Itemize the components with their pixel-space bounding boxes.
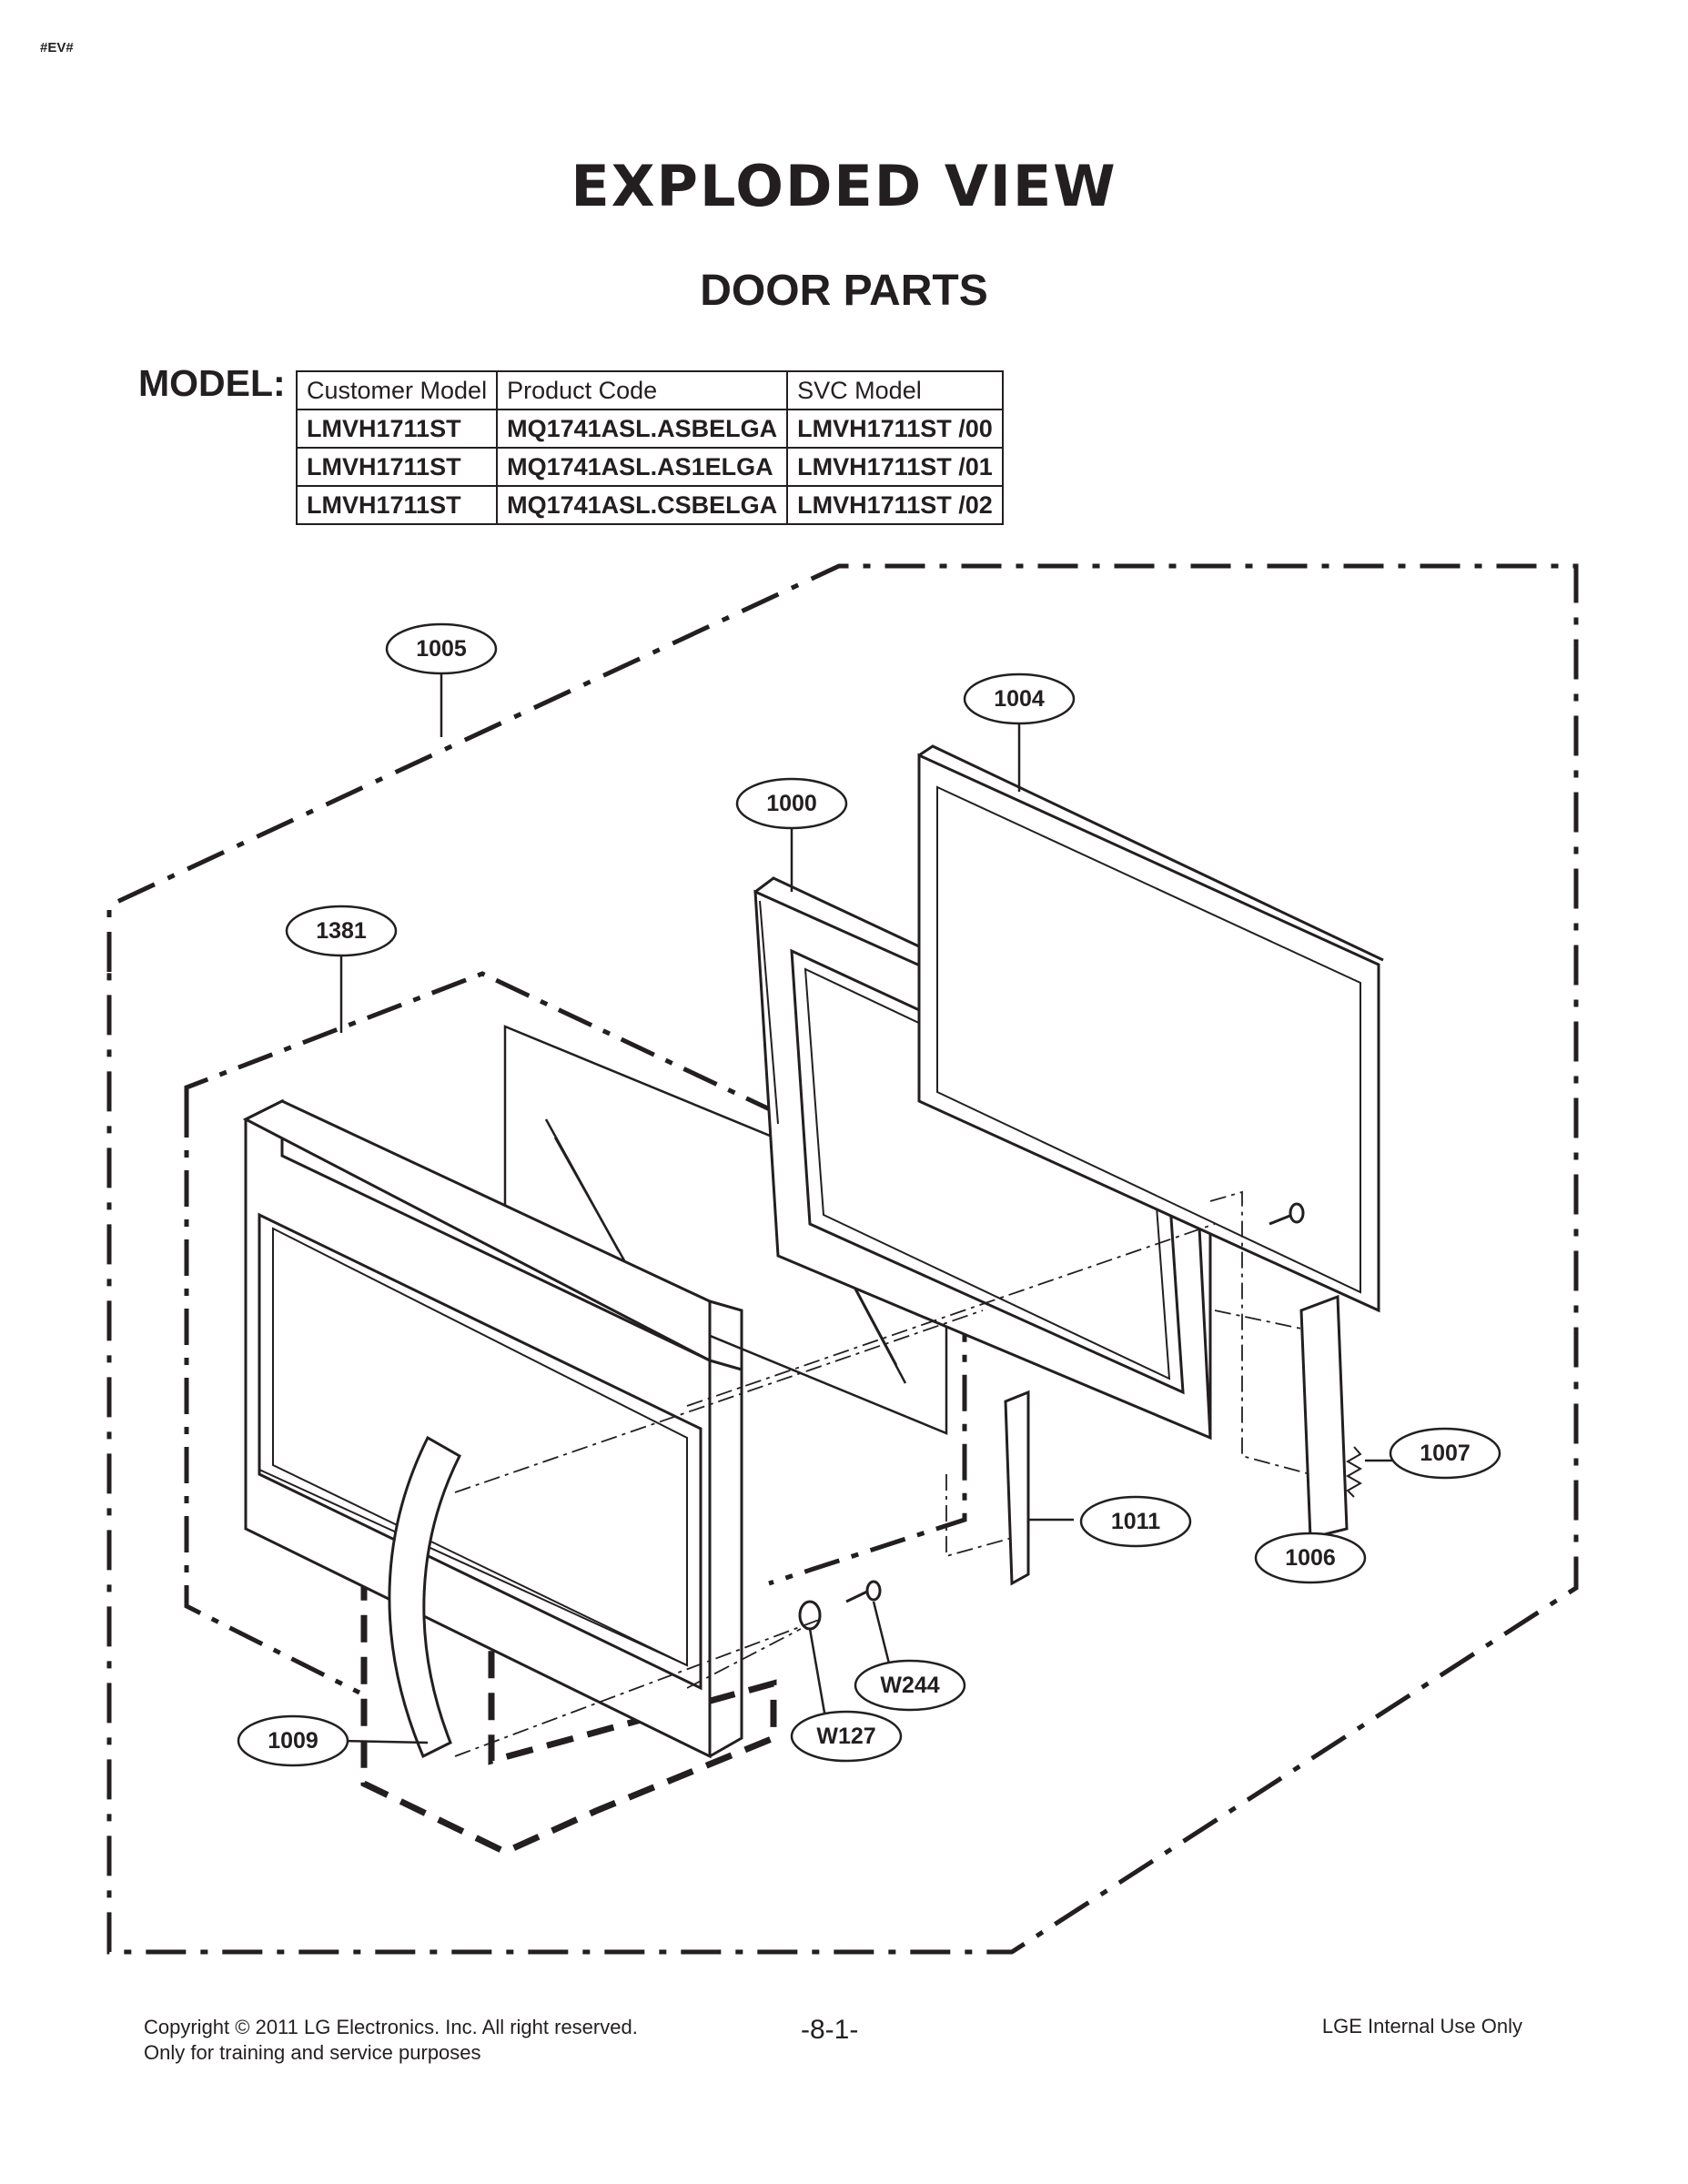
cell-product-code: MQ1741ASL.CSBELGA bbox=[496, 485, 789, 525]
rear-door-frame bbox=[917, 744, 1384, 1313]
model-label: MODEL: bbox=[138, 362, 286, 404]
header-product-code: Product Code bbox=[496, 370, 789, 410]
cell-customer-model: LMVH1711ST bbox=[295, 409, 499, 449]
callout-1004: 1004 bbox=[994, 686, 1045, 712]
screw-upper bbox=[1269, 1202, 1305, 1226]
table-row: LMVH1711ST MQ1741ASL.ASBELGA LMVH1711ST … bbox=[295, 409, 1004, 449]
callout-w127: W127 bbox=[816, 1724, 875, 1749]
screw-w244 bbox=[845, 1580, 882, 1603]
internal-use-notice: LGE Internal Use Only bbox=[1321, 2015, 1522, 2037]
page-subtitle: DOOR PARTS bbox=[700, 267, 988, 315]
cell-svc-model: LMVH1711ST /00 bbox=[786, 409, 1004, 449]
callout-1000: 1000 bbox=[766, 791, 817, 816]
callout-ellipses bbox=[237, 622, 1501, 1767]
choke-cover-boundary-left bbox=[184, 1101, 361, 1695]
callout-w244: W244 bbox=[880, 1673, 939, 1698]
choke-cover-boundary bbox=[184, 971, 967, 1586]
cell-product-code: MQ1741ASL.ASBELGA bbox=[496, 409, 789, 449]
table-row: LMVH1711ST MQ1741ASL.AS1ELGA LMVH1711ST … bbox=[295, 447, 1004, 487]
callout-1381: 1381 bbox=[316, 918, 367, 944]
callout-1006: 1006 bbox=[1285, 1545, 1336, 1571]
callout-1011: 1011 bbox=[1111, 1509, 1160, 1534]
latch-hook-1006 bbox=[1299, 1294, 1349, 1540]
cell-customer-model: LMVH1711ST bbox=[295, 485, 499, 525]
header-customer-model: Customer Model bbox=[295, 370, 499, 410]
training-notice: Only for training and service purposes bbox=[144, 2041, 481, 2064]
washer-w127 bbox=[798, 1600, 822, 1631]
table-row: LMVH1711ST MQ1741ASL.CSBELGA LMVH1711ST … bbox=[295, 485, 1004, 525]
page-number: -8-1- bbox=[801, 2015, 859, 2045]
cell-product-code: MQ1741ASL.AS1ELGA bbox=[496, 447, 789, 487]
callout-1005: 1005 bbox=[416, 636, 467, 662]
latch-lever-1011 bbox=[1004, 1390, 1030, 1586]
cell-customer-model: LMVH1711ST bbox=[295, 447, 499, 487]
leader-lines bbox=[339, 673, 1392, 1744]
door-handle-1009 bbox=[388, 1435, 461, 1759]
callout-1007: 1007 bbox=[1420, 1441, 1471, 1466]
front-door-frame bbox=[242, 1098, 743, 1759]
page-title: EXPLODED VIEW bbox=[571, 153, 1117, 219]
header-svc-model: SVC Model bbox=[786, 370, 1004, 410]
cell-svc-model: LMVH1711ST /01 bbox=[786, 447, 1004, 487]
model-table: Customer Model Product Code SVC Model LM… bbox=[295, 370, 1004, 525]
table-header-row: Customer Model Product Code SVC Model bbox=[295, 370, 1004, 410]
callout-1009: 1009 bbox=[268, 1728, 318, 1754]
spring-1007 bbox=[1345, 1446, 1363, 1498]
cell-svc-model: LMVH1711ST /02 bbox=[786, 485, 1004, 525]
door-assembly-boundary bbox=[106, 563, 1579, 1955]
document-tag: #EV# bbox=[40, 40, 74, 56]
copyright-line: Copyright © 2011 LG Electronics. Inc. Al… bbox=[144, 2016, 638, 2038]
footer-copyright: Copyright © 2011 LG Electronics. Inc. Al… bbox=[144, 2015, 638, 2066]
assembly-guides bbox=[454, 1190, 1311, 1757]
